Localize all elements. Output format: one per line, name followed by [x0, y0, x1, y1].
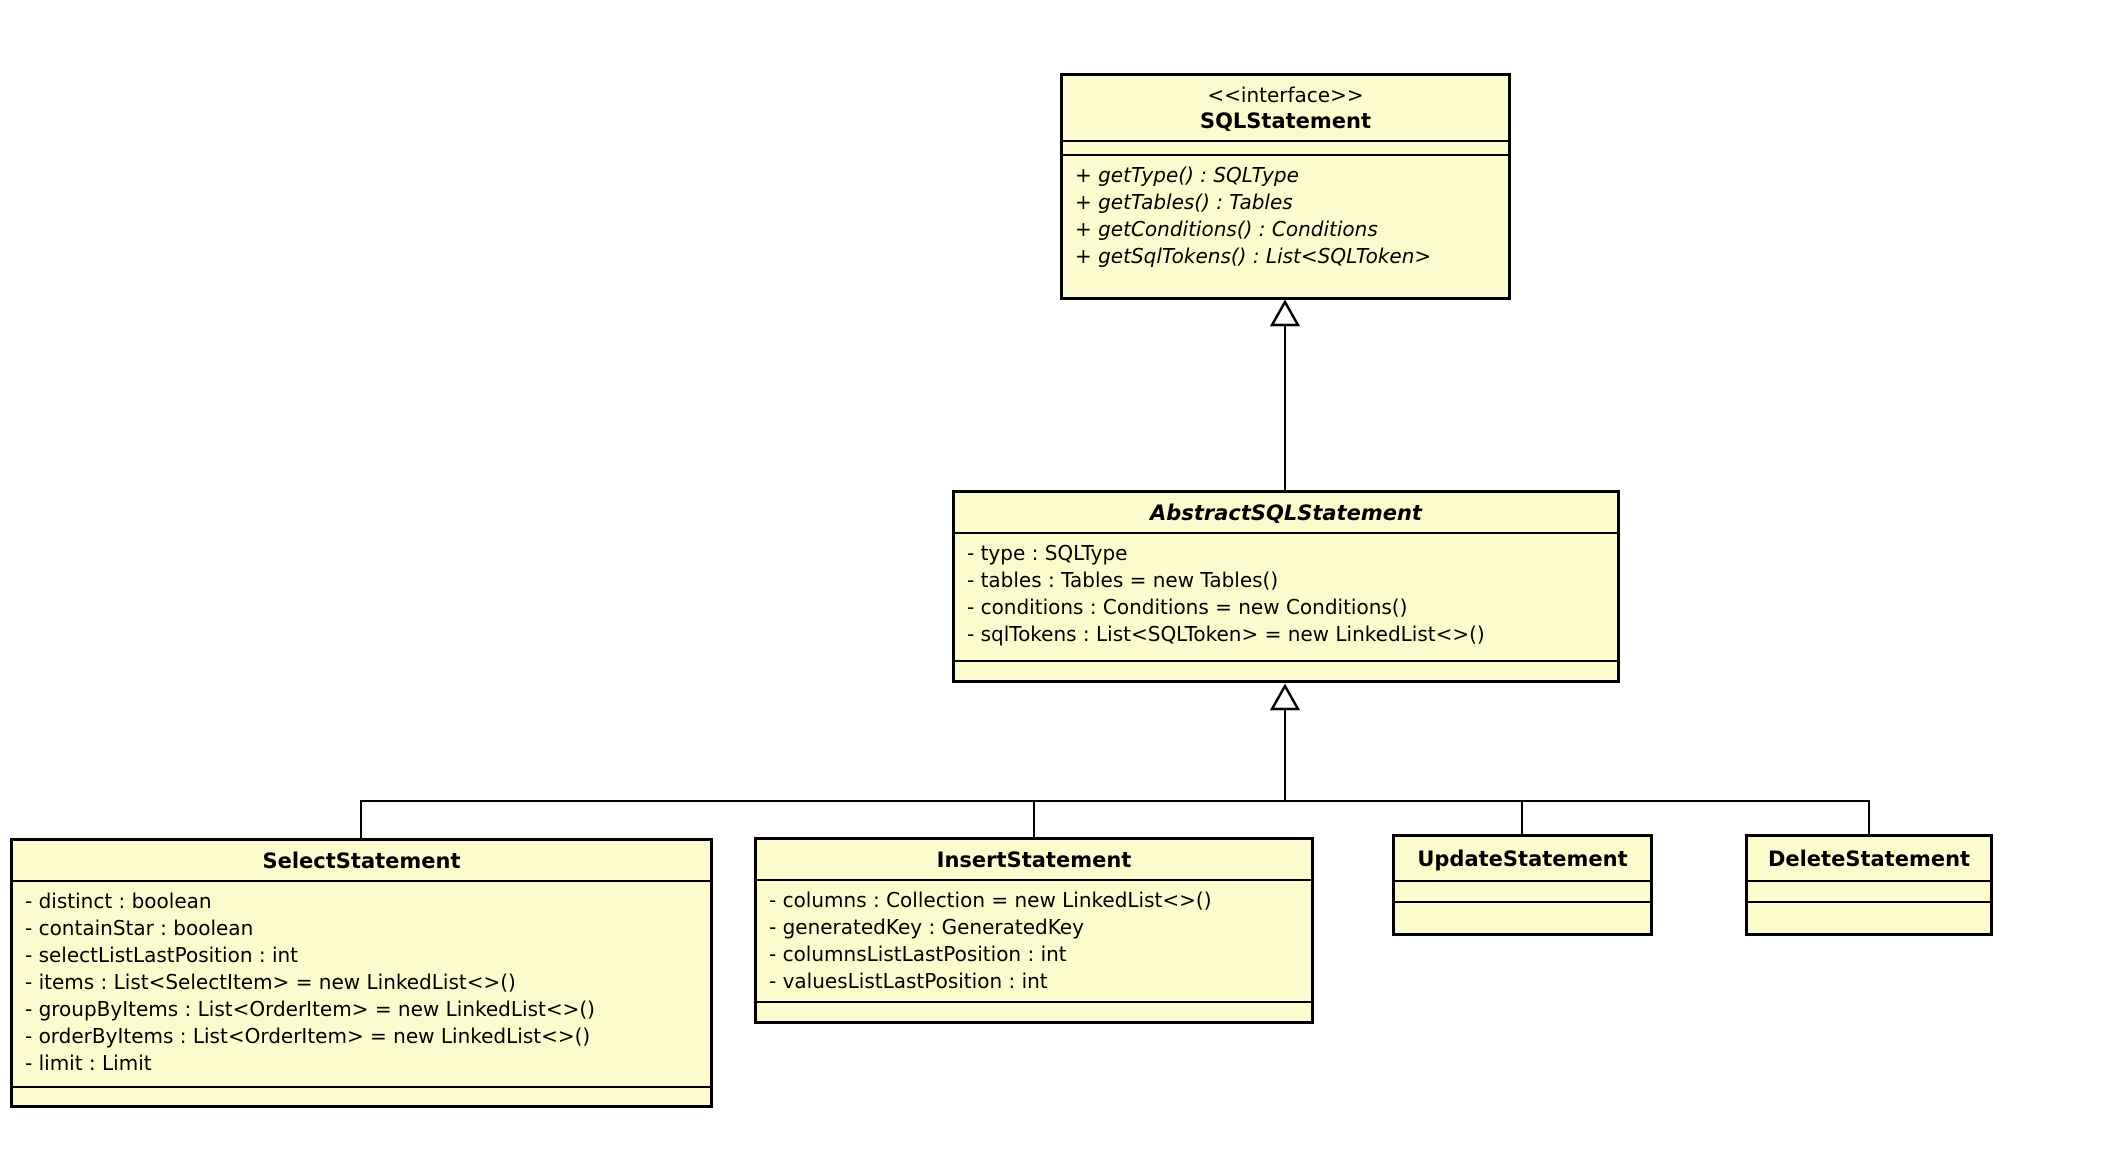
class-method: + getConditions() : Conditions: [1075, 217, 1378, 241]
class-attribute: - columns : Collection = new LinkedList<…: [769, 888, 1212, 912]
class-name: AbstractSQLStatement: [1150, 501, 1422, 525]
methods-compartment: [1748, 901, 1990, 933]
class-attribute: - orderByItems : List<OrderItem> = new L…: [25, 1024, 591, 1048]
class-box-sqlstatement: <<interface>> SQLStatement + getType() :…: [1060, 73, 1511, 300]
attributes-compartment: - type : SQLType - tables : Tables = new …: [955, 532, 1617, 660]
methods-compartment: + getType() : SQLType + getTables() : Tab…: [1063, 154, 1508, 297]
class-attribute: - generatedKey : GeneratedKey: [769, 915, 1084, 939]
class-attribute: - sqlTokens : List<SQLToken> = new Linke…: [967, 622, 1485, 646]
class-attribute: - groupByItems : List<OrderItem> = new L…: [25, 997, 595, 1021]
class-attribute: - distinct : boolean: [25, 889, 212, 913]
hollow-triangle-arrowhead: [1269, 683, 1301, 711]
class-name: UpdateStatement: [1417, 847, 1628, 871]
class-method: + getTables() : Tables: [1075, 190, 1293, 214]
class-name: DeleteStatement: [1767, 847, 1971, 871]
methods-compartment: [757, 1001, 1311, 1021]
hollow-triangle-arrowhead: [1269, 299, 1301, 327]
class-box-insertstatement: InsertStatement - columns : Collection =…: [754, 837, 1314, 1024]
class-name: SelectStatement: [262, 849, 461, 873]
attributes-compartment: - distinct : boolean - containStar : bool…: [13, 880, 710, 1086]
methods-compartment: [13, 1086, 710, 1105]
class-title: <<interface>> SQLStatement: [1063, 76, 1508, 140]
class-attribute: - tables : Tables = new Tables(): [967, 568, 1279, 592]
class-box-abstractsqlstatement: AbstractSQLStatement - type : SQLType- t…: [952, 490, 1620, 683]
methods-compartment: [1395, 901, 1650, 933]
class-box-updatestatement: UpdateStatement: [1392, 834, 1653, 936]
class-attribute: - type : SQLType: [967, 541, 1128, 565]
class-attribute: - valuesListLastPosition : int: [769, 969, 1048, 993]
class-stereotype: <<interface>>: [1207, 83, 1364, 107]
class-attribute: - conditions : Conditions = new Conditio…: [967, 595, 1408, 619]
class-attribute: - limit : Limit: [25, 1051, 152, 1075]
class-attribute: - selectListLastPosition : int: [25, 943, 299, 967]
class-box-selectstatement: SelectStatement - distinct : boolean - co…: [10, 838, 713, 1108]
attributes-compartment: - columns : Collection = new LinkedList<…: [757, 879, 1311, 1001]
attributes-compartment: [1395, 880, 1650, 901]
class-name: InsertStatement: [936, 848, 1132, 872]
class-box-deletestatement: DeleteStatement: [1745, 834, 1993, 936]
class-name: SQLStatement: [1199, 109, 1372, 133]
class-method: + getType() : SQLType: [1075, 163, 1299, 187]
attributes-compartment: [1063, 140, 1508, 154]
class-attribute: - columnsListLastPosition : int: [769, 942, 1067, 966]
attributes-compartment: [1748, 880, 1990, 901]
methods-compartment: [955, 660, 1617, 680]
class-attribute: - items : List<SelectItem> = new LinkedL…: [25, 970, 516, 994]
class-attribute: - containStar : boolean: [25, 916, 254, 940]
class-method: + getSqlTokens() : List<SQLToken>: [1075, 244, 1432, 268]
